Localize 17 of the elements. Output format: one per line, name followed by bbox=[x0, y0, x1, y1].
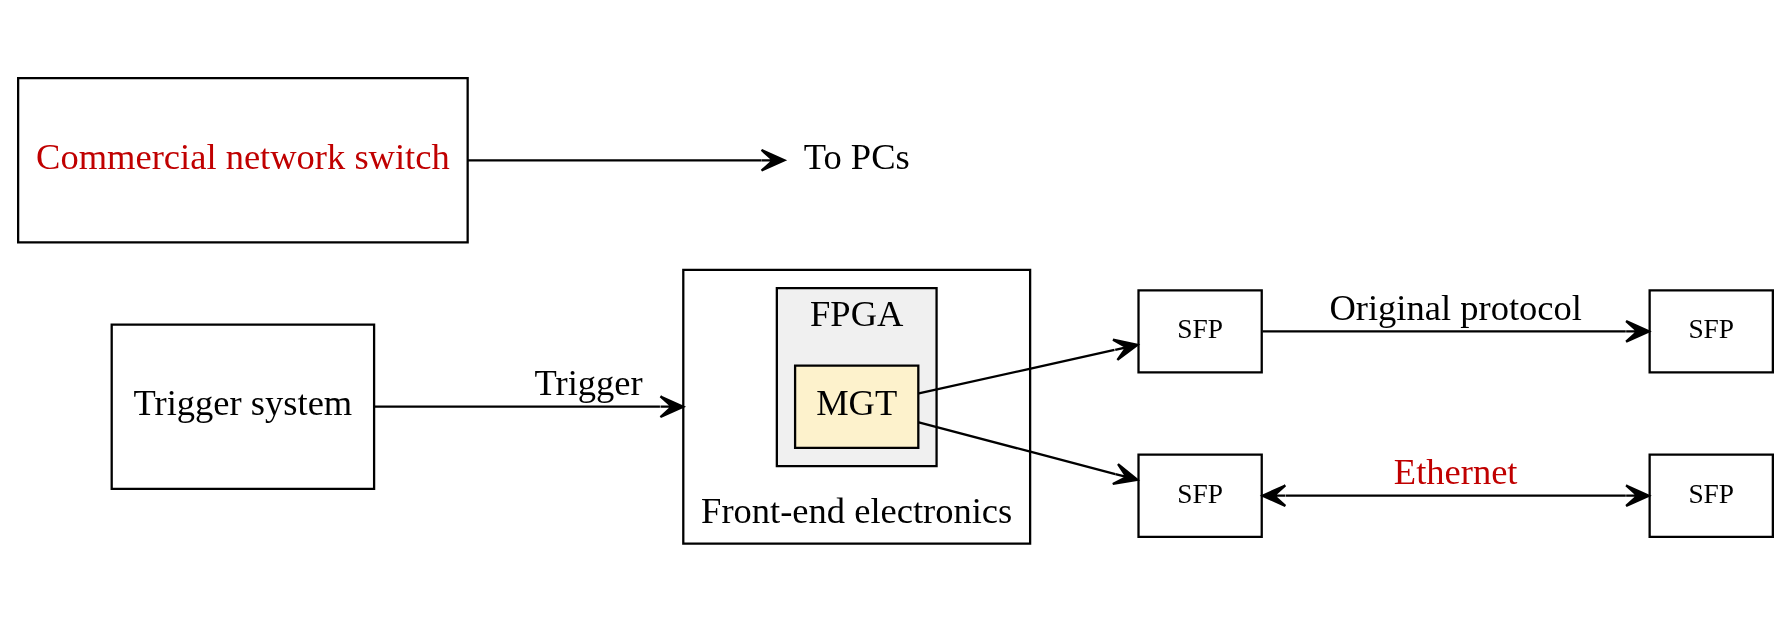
arrow bbox=[918, 421, 1139, 486]
edge-label: Ethernet bbox=[1393, 450, 1518, 492]
node-box: MGT bbox=[793, 364, 920, 449]
node-box: SFP bbox=[1137, 289, 1263, 374]
arrow bbox=[374, 395, 685, 419]
edge-label: Trigger bbox=[534, 361, 643, 403]
arrow bbox=[1262, 320, 1651, 343]
node-box: Commercial network switch bbox=[17, 77, 469, 244]
arrow bbox=[1261, 484, 1651, 508]
arrow bbox=[467, 148, 786, 172]
node-box: SFP bbox=[1137, 453, 1263, 538]
arrow bbox=[918, 338, 1139, 395]
node-text: To PCs bbox=[803, 135, 910, 177]
node-box: SFP bbox=[1648, 289, 1774, 374]
edge-label: Original protocol bbox=[1329, 286, 1582, 328]
node-box: SFP bbox=[1648, 453, 1774, 538]
node-box: Trigger system bbox=[110, 323, 376, 490]
